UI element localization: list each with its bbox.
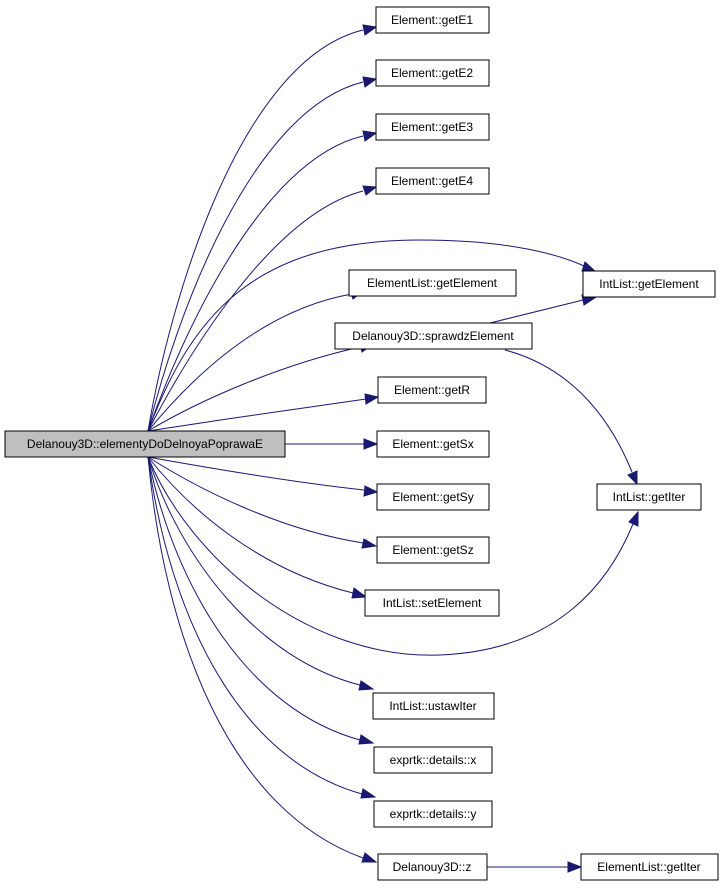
node-details-y-label: exprtk::details::y <box>390 807 477 821</box>
node-ustawiter[interactable]: IntList::ustawIter <box>372 692 495 720</box>
node-getE3-label: Element::getE3 <box>391 120 473 134</box>
nodes: Delanouy3D::elementyDoDelnoyaPoprawaE El… <box>4 6 719 881</box>
arrowhead-setelement <box>351 587 368 599</box>
edge-root-getSy <box>147 456 365 491</box>
node-setelement-box <box>364 589 500 617</box>
node-intlist-getiter-label: IntList::getIter <box>613 490 686 504</box>
edge-root-getE3 <box>147 135 364 432</box>
arrowhead-details-y <box>360 788 377 799</box>
node-getSz-box <box>376 536 490 564</box>
node-elementlist-getiter[interactable]: ElementList::getIter <box>580 853 719 881</box>
node-getSx[interactable]: Element::getSx <box>376 430 490 458</box>
node-intlist-getelement[interactable]: IntList::getElement <box>582 270 716 298</box>
node-root-box <box>4 430 286 458</box>
node-z-label: Delanouy3D::z <box>393 860 472 874</box>
edge-sprawdzelement-intlist-getiter <box>504 349 633 473</box>
node-getE4-box <box>375 167 490 195</box>
node-elementlist-getiter-box <box>580 853 719 881</box>
edge-root-getSz <box>147 456 364 544</box>
node-getSy-box <box>376 483 490 511</box>
node-details-y-box <box>373 800 493 828</box>
node-getE1-label: Element::getE1 <box>391 13 473 27</box>
node-details-x[interactable]: exprtk::details::x <box>373 746 493 774</box>
node-details-x-box <box>373 746 493 774</box>
node-elementlist-getelement[interactable]: ElementList::getElement <box>348 269 517 297</box>
edge-root-getR <box>147 398 367 432</box>
arrowhead-ustawiter <box>358 680 375 691</box>
node-getE3-box <box>375 113 490 141</box>
edge-root-intlist-getelement <box>147 239 585 432</box>
edge-sprawdzelement-intlist-getelement <box>489 299 584 324</box>
arrowhead-getSx <box>363 438 379 450</box>
node-getSy[interactable]: Element::getSy <box>376 483 490 511</box>
node-intlist-getiter-box <box>596 483 702 511</box>
arrowhead-getE4 <box>362 185 378 196</box>
node-sprawdzelement-label: Delanouy3D::sprawdzElement <box>352 329 514 343</box>
arrowhead-getR <box>364 393 380 405</box>
node-getE2[interactable]: Element::getE2 <box>375 59 490 87</box>
node-setelement[interactable]: IntList::setElement <box>364 589 500 617</box>
node-getR-label: Element::getR <box>394 383 470 397</box>
node-intlist-getelement-box <box>582 270 716 298</box>
node-getE4[interactable]: Element::getE4 <box>375 167 490 195</box>
node-getE2-box <box>375 59 490 87</box>
node-root[interactable]: Delanouy3D::elementyDoDelnoyaPoprawaE <box>4 430 286 458</box>
node-elementlist-getiter-label: ElementList::getIter <box>597 860 700 874</box>
arrowhead-z <box>361 852 378 863</box>
node-getE1-box <box>375 6 490 34</box>
edge-root-getE2 <box>147 81 364 432</box>
node-setelement-label: IntList::setElement <box>383 596 482 610</box>
node-ustawiter-label: IntList::ustawIter <box>389 699 476 713</box>
node-getE3[interactable]: Element::getE3 <box>375 113 490 141</box>
node-getSz-label: Element::getSz <box>392 543 473 557</box>
arrowhead-getE1 <box>362 24 378 36</box>
node-details-x-label: exprtk::details::x <box>390 753 477 767</box>
node-getSx-box <box>376 430 490 458</box>
edge-root-sprawdzelement <box>147 346 361 432</box>
node-intlist-getiter[interactable]: IntList::getIter <box>596 483 702 511</box>
edge-root-intlist-getiter <box>147 456 634 656</box>
edge-root-z <box>147 456 364 859</box>
node-getSz[interactable]: Element::getSz <box>376 536 490 564</box>
node-intlist-getelement-label: IntList::getElement <box>599 277 699 291</box>
arrowhead-intlist-getiter-2 <box>627 470 638 486</box>
arrowhead-getSy <box>363 485 379 497</box>
arrowhead-getSz <box>361 538 378 549</box>
edge-root-details-x <box>147 456 361 741</box>
edge-root-ustawiter <box>147 456 361 686</box>
node-sprawdzelement-box <box>334 322 533 350</box>
edge-root-details-y <box>147 456 363 795</box>
edge-root-getE1 <box>147 29 364 432</box>
node-getE1[interactable]: Element::getE1 <box>375 6 490 34</box>
arrowhead-getE2 <box>362 76 378 88</box>
node-getR[interactable]: Element::getR <box>377 376 487 404</box>
arrowhead-elementlist-getiter <box>567 861 583 873</box>
node-details-y[interactable]: exprtk::details::y <box>373 800 493 828</box>
node-z-box <box>377 853 488 881</box>
node-elementlist-getelement-label: ElementList::getElement <box>367 276 498 290</box>
node-getSy-label: Element::getSy <box>392 490 473 504</box>
node-getSx-label: Element::getSx <box>392 437 473 451</box>
arrowhead-getE3 <box>362 130 378 142</box>
node-z[interactable]: Delanouy3D::z <box>377 853 488 881</box>
node-sprawdzelement[interactable]: Delanouy3D::sprawdzElement <box>334 322 533 350</box>
node-ustawiter-box <box>372 692 495 720</box>
node-elementlist-getelement-box <box>348 269 517 297</box>
node-getE4-label: Element::getE4 <box>391 174 473 188</box>
edge-root-setelement <box>147 456 354 594</box>
node-root-label: Delanouy3D::elementyDoDelnoyaPoprawaE <box>27 437 263 451</box>
node-getR-box <box>377 376 487 404</box>
edge-root-getE4 <box>147 190 364 432</box>
edge-root-elementlist-getelement <box>147 293 353 432</box>
arrowhead-intlist-getiter-1 <box>628 510 639 527</box>
node-getE2-label: Element::getE2 <box>391 66 473 80</box>
arrowhead-details-x <box>358 734 375 745</box>
